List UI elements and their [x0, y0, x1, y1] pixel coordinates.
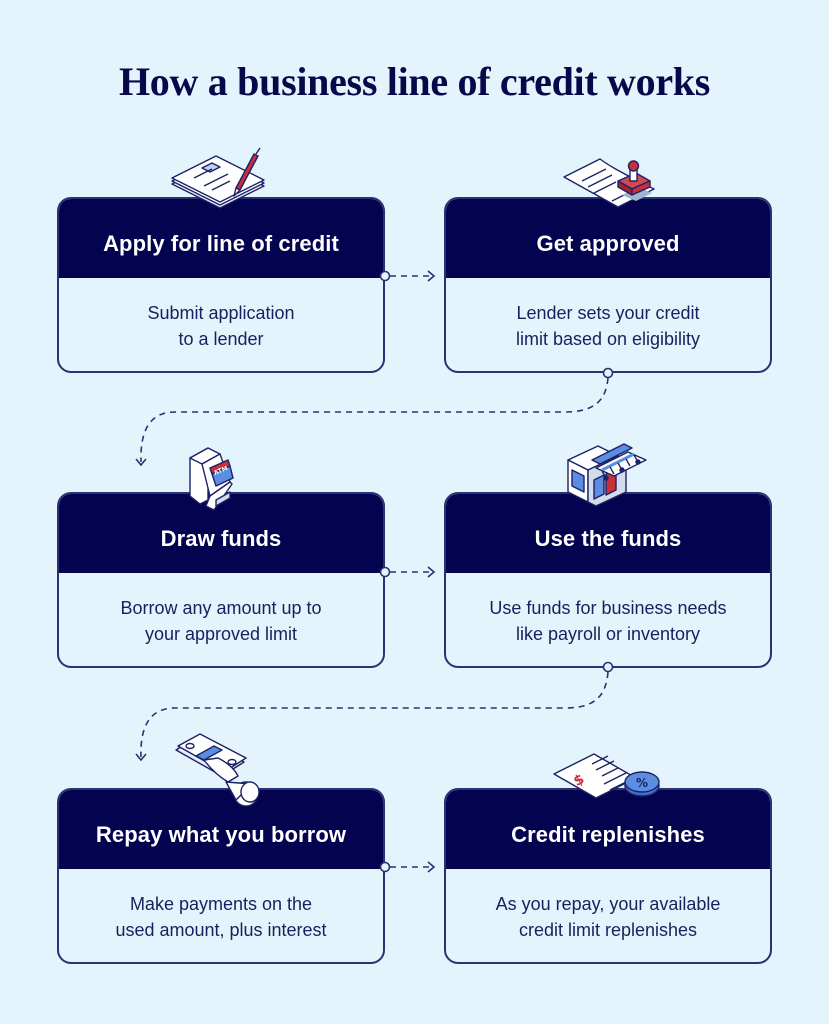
step-title: Repay what you borrow	[59, 790, 383, 869]
step-card-draw: Draw funds Borrow any amount up to your …	[57, 492, 385, 668]
step-card-repay: Repay what you borrow Make payments on t…	[57, 788, 385, 964]
page-title: How a business line of credit works	[118, 59, 711, 104]
hand-with-cash-icon	[175, 733, 260, 807]
step-description: Lender sets your credit limit based on e…	[515, 302, 701, 349]
storefront-icon	[567, 443, 647, 507]
step-description: Make payments on the used amount, plus i…	[115, 893, 327, 940]
invoice-percent-coin-icon: $ %	[553, 753, 660, 799]
step-card-replenish: Credit replenishes As you repay, your av…	[444, 788, 772, 964]
step-description: Borrow any amount up to your approved li…	[120, 597, 322, 644]
approval-stamp-icon	[563, 158, 655, 208]
step-description: Use funds for business needs like payrol…	[489, 597, 727, 644]
step-card-apply: Apply for line of credit Submit applicat…	[57, 197, 385, 373]
atm-label: ATM	[213, 465, 229, 477]
step-card-use: Use the funds Use funds for business nee…	[444, 492, 772, 668]
step-title: Use the funds	[446, 494, 770, 573]
step-title: Draw funds	[59, 494, 383, 573]
application-form-pen-icon	[171, 147, 265, 209]
step-card-approved: Get approved Lender sets your credit lim…	[444, 197, 772, 373]
step-title: Credit replenishes	[446, 790, 770, 869]
step-title: Apply for line of credit	[59, 199, 383, 278]
atm-icon: ATM	[189, 447, 234, 511]
percent-label: %	[636, 776, 648, 790]
step-description: As you repay, your available credit limi…	[495, 893, 721, 940]
step-title: Get approved	[446, 199, 770, 278]
step-description: Submit application to a lender	[147, 302, 295, 349]
